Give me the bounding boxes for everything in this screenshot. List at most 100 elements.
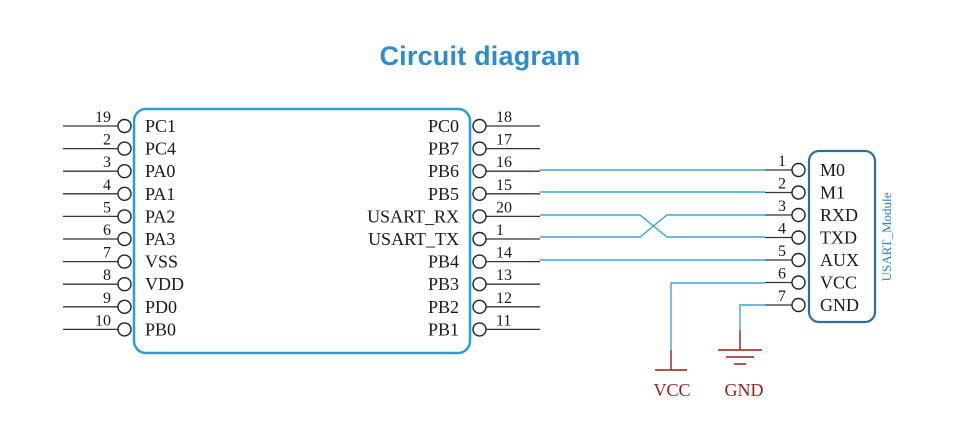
- pin-pb1: 11 PB1: [428, 312, 540, 339]
- pin-label: PA0: [145, 161, 175, 181]
- pin-number: 7: [778, 288, 786, 305]
- pin-pa0: 3 PA0: [63, 154, 175, 181]
- pin-bubble: [117, 186, 132, 202]
- pin-number: 11: [496, 312, 511, 329]
- pin-usart-rx: 20 USART_RX: [367, 199, 540, 226]
- pin-label: AUX: [820, 250, 859, 270]
- pin-number: 15: [496, 177, 512, 194]
- pin-pb7: 17 PB7: [428, 132, 540, 159]
- pin-number: 20: [496, 199, 512, 216]
- pin-label: PB4: [428, 252, 459, 272]
- pin-number: 13: [496, 267, 512, 284]
- pin-label: M1: [820, 183, 845, 203]
- pin-label: PB6: [428, 161, 459, 181]
- pin-number: 6: [103, 222, 111, 239]
- pin-number: 19: [95, 109, 111, 126]
- pin-label: PC4: [145, 139, 176, 159]
- pin-label: PB7: [428, 139, 459, 159]
- module-pin-vcc: 6 VCC: [765, 266, 857, 293]
- pin-label: VCC: [820, 273, 857, 293]
- pin-pa3: 6 PA3: [63, 222, 175, 249]
- pin-vdd: 8 VDD: [63, 267, 184, 294]
- pin-label: VDD: [145, 274, 184, 294]
- connection-wires: [540, 169, 765, 350]
- pin-number: 1: [496, 222, 504, 239]
- pin-pc1: 19 PC1: [63, 109, 176, 136]
- module-pin-aux: 5 AUX: [765, 243, 859, 270]
- pin-number: 5: [778, 243, 786, 260]
- pin-number: 3: [103, 154, 111, 171]
- pin-label: PC1: [145, 116, 176, 136]
- pin-label: PA1: [145, 184, 175, 204]
- pin-bubble: [117, 231, 132, 247]
- pin-bubble: [472, 277, 487, 292]
- pin-number: 4: [103, 177, 111, 194]
- pin-bubble: [117, 118, 132, 134]
- pin-label: PA3: [145, 229, 175, 249]
- pin-label: PB5: [428, 184, 459, 204]
- pin-bubble: [117, 277, 132, 292]
- wire-vcc: [670, 282, 765, 350]
- pin-pb0: 10 PB0: [63, 312, 176, 339]
- pin-number: 6: [778, 266, 786, 283]
- pin-label: PB1: [428, 319, 459, 339]
- pin-pb6: 16 PB6: [428, 154, 540, 181]
- pin-pd0: 9 PD0: [63, 290, 177, 317]
- pin-bubble: [117, 163, 132, 179]
- pin-number: 7: [103, 245, 111, 262]
- pin-bubble: [472, 322, 487, 337]
- module-pin-m0: 1 M0: [765, 153, 845, 180]
- pin-bubble: [472, 209, 487, 224]
- pin-bubble: [472, 186, 487, 202]
- ground-symbol: GND: [718, 330, 764, 400]
- pin-label: RXD: [820, 205, 858, 225]
- pin-label: USART_TX: [368, 229, 459, 249]
- pin-bubble: [791, 275, 806, 290]
- pin-number: 12: [496, 290, 512, 307]
- pin-bubble: [472, 299, 487, 314]
- pin-bubble: [791, 162, 806, 178]
- pin-pa1: 4 PA1: [63, 177, 175, 204]
- pin-pb4: 14 PB4: [428, 245, 540, 272]
- pin-bubble: [117, 322, 132, 337]
- pin-bubble: [472, 231, 487, 247]
- pin-bubble: [472, 254, 487, 269]
- pin-number: 5: [103, 199, 111, 216]
- pin-bubble: [117, 299, 132, 314]
- pin-label: PA2: [145, 206, 175, 226]
- pin-number: 10: [95, 312, 111, 329]
- pin-number: 17: [496, 132, 512, 149]
- pin-bubble: [472, 118, 487, 134]
- pin-pb2: 12 PB2: [428, 290, 540, 317]
- pin-number: 8: [103, 267, 111, 284]
- pin-number: 14: [496, 245, 512, 262]
- pin-pa2: 5 PA2: [63, 199, 175, 226]
- pin-label: M0: [820, 160, 845, 180]
- wire-gnd: [739, 304, 765, 330]
- mcu-right-pins: 18PC017PB716PB615PB520USART_RX1USART_TX1…: [367, 109, 540, 339]
- usart-module-body: [807, 149, 877, 324]
- pin-number: 16: [496, 154, 512, 171]
- pin-label: USART_RX: [367, 206, 459, 226]
- pin-number: 4: [778, 221, 786, 238]
- pin-number: 9: [103, 290, 111, 307]
- pin-pb5: 15 PB5: [428, 177, 540, 204]
- module-pin-m1: 2 M1: [765, 176, 845, 203]
- pin-label: PB2: [428, 297, 459, 317]
- pin-bubble: [117, 209, 132, 224]
- diagram-title: Circuit diagram: [379, 41, 580, 71]
- pin-label: PB0: [145, 319, 176, 339]
- pin-bubble: [472, 141, 487, 156]
- pin-bubble: [791, 207, 806, 223]
- pin-bubble: [791, 185, 806, 200]
- pin-number: 2: [778, 176, 786, 193]
- pin-number: 1: [778, 153, 786, 170]
- pin-label: PD0: [145, 297, 177, 317]
- pin-label: PC0: [428, 116, 459, 136]
